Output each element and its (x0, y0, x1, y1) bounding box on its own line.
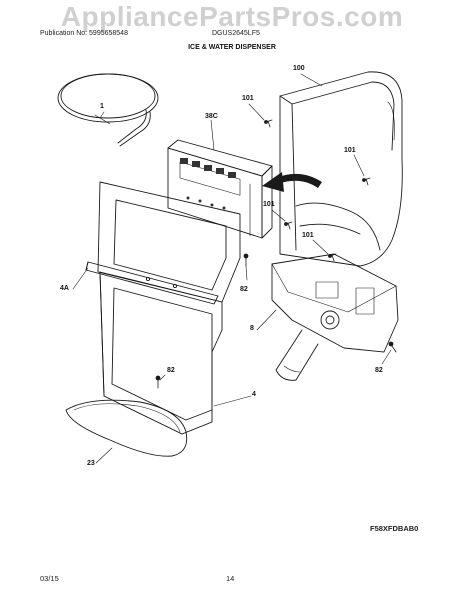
section-title: ICE & WATER DISPENSER (188, 44, 276, 51)
curved-arrow (262, 172, 322, 192)
watermark: AppliancePartsPros.com (60, 1, 404, 32)
callout-screw-82-c: 82 (375, 367, 383, 374)
part-front-panel (99, 271, 223, 435)
callout-control-board: 38C (205, 113, 218, 120)
part-dispenser-mechanism (271, 253, 399, 381)
callout-screw-82-b: 82 (167, 367, 175, 374)
model-number: DGUS2645LF5 (212, 30, 260, 37)
part-tubing-coil (57, 73, 159, 147)
callout-bezel: 4A (60, 285, 69, 292)
part-bezel-frame (85, 181, 241, 305)
callout-drip-tray: 23 (87, 460, 95, 467)
callout-screw-101-b: 101 (344, 147, 356, 154)
callout-tubing: 1 (100, 103, 104, 110)
part-drip-tray (65, 399, 188, 457)
screws (155, 119, 397, 389)
callout-mechanism: 8 (250, 325, 254, 332)
footer-date: 03/15 (40, 574, 59, 583)
callout-front-panel: 4 (252, 391, 256, 398)
page-number: 14 (226, 574, 235, 583)
callout-screw-82-a: 82 (240, 286, 248, 293)
callout-housing: 100 (293, 65, 305, 72)
diagram-code: F58XFDBAB0 (370, 524, 419, 533)
part-dispenser-housing (279, 71, 403, 267)
part-control-board (167, 139, 273, 239)
callout-screw-101-a: 101 (242, 95, 254, 102)
leader-lines (72, 73, 392, 464)
callout-screw-101-c: 101 (263, 201, 275, 208)
callout-screw-101-d: 101 (302, 232, 314, 239)
publication-number: Publication No: 5995658548 (40, 30, 128, 37)
